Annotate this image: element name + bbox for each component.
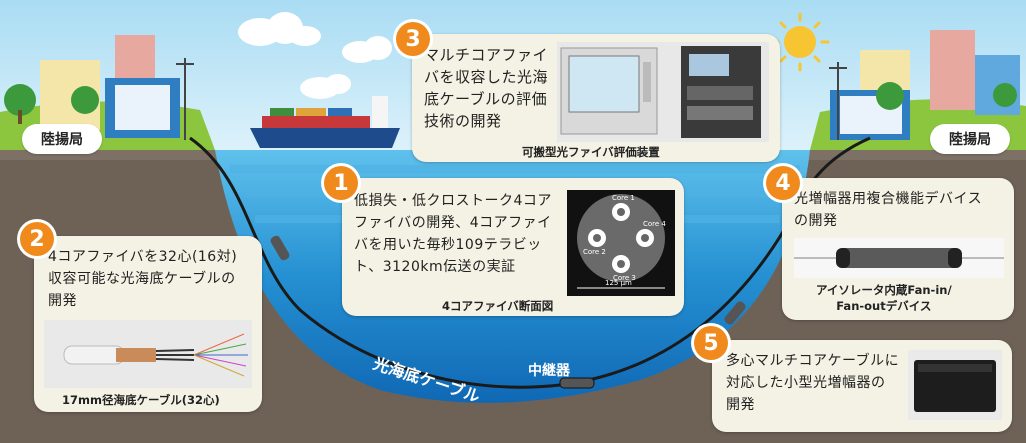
number-badge-4: 4 [766,166,800,200]
left-buildings [4,35,194,140]
callout-1-text: 低損失・低クロストーク4コア ファイバの開発、4コアファイ バを用いた毎秒109… [354,193,552,275]
number-badge-3: 3 [396,22,430,56]
core-2-label: Core 2 [583,248,606,256]
callout-4-text: 光増幅器用複合機能デバイス の開発 [794,191,983,229]
number-badge-5: 5 [694,326,728,360]
scale-label: 125 µm [605,279,632,287]
callout-5: 多心マルチコアケーブルに 対応した小型光増幅器の 開発 [712,340,1012,432]
callout-4: 光増幅器用複合機能デバイス の開発 アイソレータ内蔵Fan-in/ Fan-ou… [782,178,1014,320]
fiber-cross-section-photo: Core 1 Core 2 Core 3 Core 4 125 µm [567,190,675,296]
cloud [342,36,392,63]
landing-station-left: 陸揚局 [22,124,102,154]
callout-4-caption: アイソレータ内蔵Fan-in/ Fan-outデバイス [816,283,952,313]
number-badge-2: 2 [20,222,54,256]
callout-5-text: 多心マルチコアケーブルに 対応した小型光増幅器の 開発 [726,353,900,413]
landing-station-right-label: 陸揚局 [949,132,991,148]
landing-station-left-label: 陸揚局 [41,132,83,148]
optical-amplifier-photo [908,350,1002,420]
cloud [300,74,351,99]
cloud [238,12,321,46]
repeater-icon [559,377,595,389]
callout-2: 4コアファイバを32心(16対) 収容可能な光海底ケーブルの 開発 17mm径海… [34,236,262,412]
callout-3-text: マルチコアファイ バを収容した光海 底ケーブルの評価 技術の開発 [424,46,549,130]
core-4-label: Core 4 [643,220,666,228]
evaluation-equipment-photo [557,42,769,142]
submarine-cable-photo [44,320,252,388]
callout-3: マルチコアファイ バを収容した光海 底ケーブルの評価 技術の開発 可搬型光ファイ… [412,34,780,162]
fan-in-fan-out-device-photo [794,238,1004,278]
callout-1-caption: 4コアファイバ断面図 [442,299,554,313]
core-1-label: Core 1 [612,194,635,202]
container-ship-icon [250,96,400,148]
callout-2-text: 4コアファイバを32心(16対) 収容可能な光海底ケーブルの 開発 [48,249,238,309]
callout-3-caption: 可搬型光ファイバ評価装置 [522,145,660,159]
callout-2-caption: 17mm径海底ケーブル(32心) [62,393,220,407]
callout-1: 低損失・低クロストーク4コア ファイバの開発、4コアファイ バを用いた毎秒109… [342,178,684,316]
right-buildings [829,30,1020,140]
number-badge-1: 1 [324,166,358,200]
landing-station-right: 陸揚局 [930,124,1010,154]
core-3-label: Core 3 [613,274,636,282]
repeater-label: 中継器 [528,363,570,379]
sun-icon [770,12,830,72]
